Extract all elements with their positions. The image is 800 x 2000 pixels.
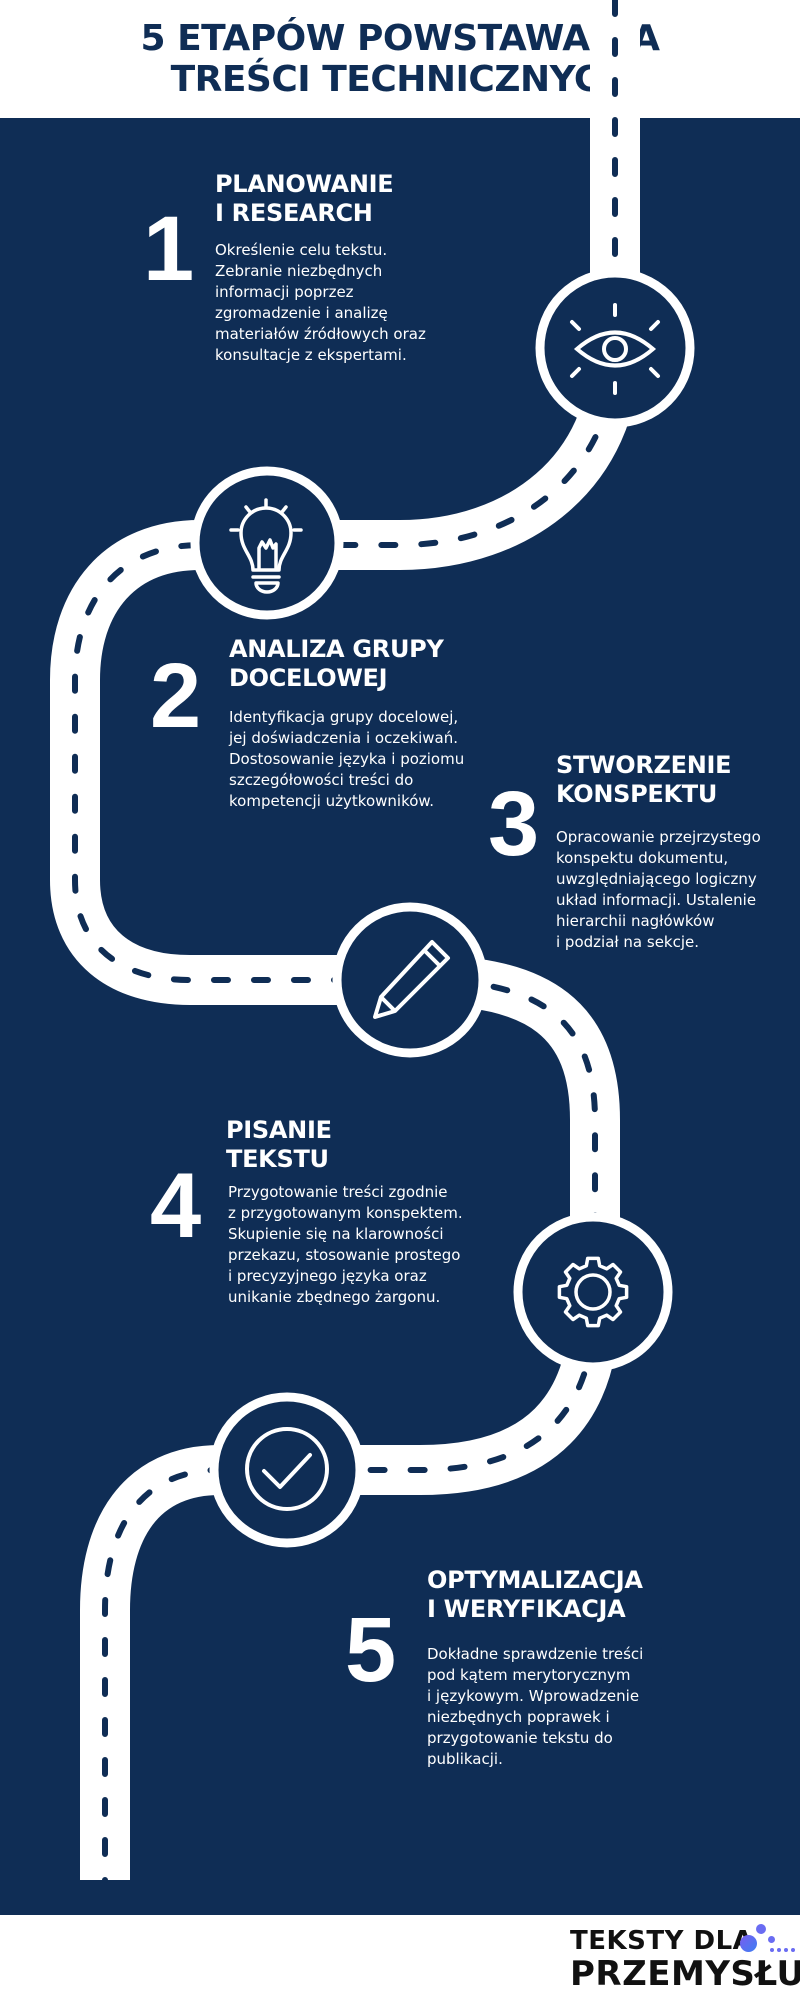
eye-icon xyxy=(570,303,660,395)
step-3-number: 3 xyxy=(488,773,540,875)
step-4-description: Przygotowanie treści zgodnie z przygotow… xyxy=(228,1183,463,1306)
logo-line-1: TEKSTY DLA xyxy=(570,1926,754,1956)
gear-icon xyxy=(557,1256,629,1328)
logo-dot-small xyxy=(768,1936,775,1943)
logo-dot-trail-3 xyxy=(784,1948,788,1952)
step-4-heading: PISANIE TEKSTU xyxy=(226,1116,332,1173)
step-2-number: 2 xyxy=(150,645,202,747)
step-5-number: 5 xyxy=(345,1599,397,1701)
step-1-heading: PLANOWANIE I RESEARCH xyxy=(215,170,394,227)
logo-dot-trail-4 xyxy=(791,1948,795,1952)
step-5-description: Dokładne sprawdzenie treści pod kątem me… xyxy=(427,1645,644,1768)
step-5-icon-circle xyxy=(209,1392,365,1548)
title-line-2: TREŚCI TECHNICZNYCH xyxy=(170,59,630,100)
footer xyxy=(0,1915,800,2000)
logo-dot-trail-1 xyxy=(770,1948,774,1952)
step-4-icon-circle xyxy=(513,1212,673,1372)
pencil-icon xyxy=(373,940,450,1019)
checkmark-icon xyxy=(245,1427,329,1511)
logo-line-2: PRZEMYSŁU xyxy=(570,1954,800,1994)
title-line-1: 5 ETAPÓW POWSTAWANIA xyxy=(140,18,661,59)
lightbulb-icon xyxy=(229,498,303,594)
step-3-icon-circle xyxy=(332,902,488,1058)
brand-logo: TEKSTY DLA PRZEMYSŁU xyxy=(570,1920,800,1998)
step-2-description: Identyfikacja grupy docelowej, jej doświ… xyxy=(229,708,465,810)
step-1-icon-circle xyxy=(535,268,695,428)
step-1-description: Określenie celu tekstu. Zebranie niezbęd… xyxy=(215,241,426,364)
header: 5 ETAPÓW POWSTAWANIA TREŚCI TECHNICZNYCH xyxy=(0,0,800,118)
logo-dot-large xyxy=(740,1935,757,1952)
page-title: 5 ETAPÓW POWSTAWANIA TREŚCI TECHNICZNYCH xyxy=(0,18,800,100)
step-1-number: 1 xyxy=(143,198,195,300)
step-3-description: Opracowanie przejrzystego konspektu doku… xyxy=(556,828,761,951)
step-4-number: 4 xyxy=(150,1155,202,1257)
logo-dot-medium xyxy=(756,1924,766,1934)
logo-dot-trail-2 xyxy=(777,1948,781,1952)
step-5-heading: OPTYMALIZACJA I WERYFIKACJA xyxy=(427,1566,643,1623)
step-2-icon-circle xyxy=(190,466,344,620)
step-2-heading: ANALIZA GRUPY DOCELOWEJ xyxy=(229,635,444,692)
step-3-heading: STWORZENIE KONSPEKTU xyxy=(556,751,732,808)
